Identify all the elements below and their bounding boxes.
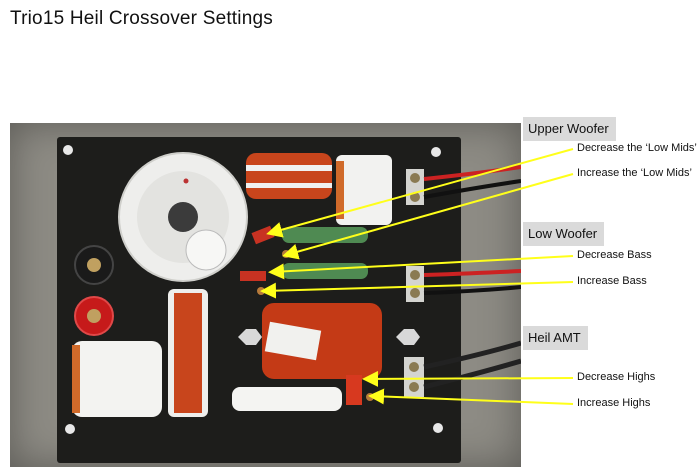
section-header-upper-woofer: Upper Woofer: [523, 117, 616, 141]
section-header-heil-amt: Heil AMT: [523, 326, 588, 350]
callout-heil-decrease: Decrease Highs: [577, 371, 656, 383]
callout-heil-increase: Increase Highs: [577, 397, 651, 409]
section-header-low-woofer: Low Woofer: [523, 222, 605, 246]
page-title: Trio15 Heil Crossover Settings: [10, 8, 273, 29]
mounting-hole: [63, 145, 73, 155]
copper-inductor-small: [246, 153, 332, 199]
low-woofer-jumper: [240, 271, 266, 281]
callout-upper-decrease: Decrease the ‘Low Mids’: [577, 142, 697, 154]
capacitor-lower: [72, 341, 162, 417]
crossover-board-photo: [10, 123, 521, 467]
resistor-lower: [282, 263, 368, 279]
heil-jumper: [346, 375, 362, 405]
callout-low-decrease: Decrease Bass: [577, 249, 652, 261]
callout-upper-increase: Increase the ‘Low Mids’: [577, 167, 692, 179]
white-resistor: [232, 387, 342, 411]
callout-low-increase: Increase Bass: [577, 275, 647, 287]
resistor-upper: [282, 227, 368, 243]
crossover-board-illustration: [57, 137, 521, 463]
copper-inductor-large: [262, 303, 382, 379]
mounting-hole: [433, 423, 443, 433]
mounting-hole: [65, 424, 75, 434]
inductor-label: [185, 229, 227, 271]
mounting-hole: [431, 147, 441, 157]
capacitor-upper: [336, 155, 392, 225]
